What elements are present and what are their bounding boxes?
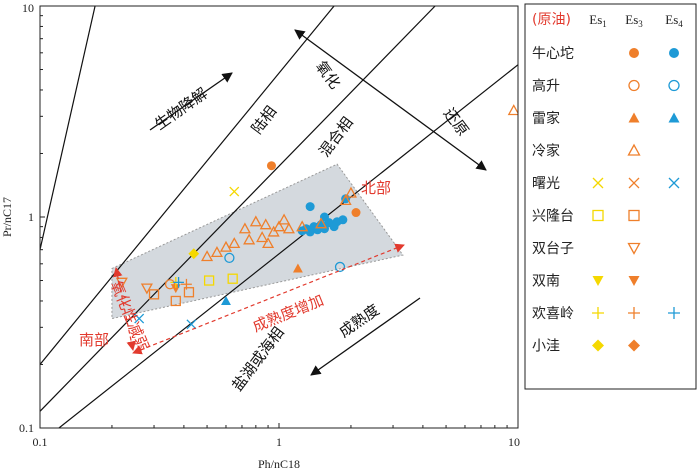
legend-label: 兴隆台 — [532, 209, 574, 225]
data-point — [296, 220, 309, 232]
data-point — [221, 296, 231, 306]
data-point — [319, 212, 329, 222]
x-tick-label-0: 0.1 — [33, 435, 48, 449]
legend-marker — [592, 209, 604, 222]
label-biodegradation: 生物降解 — [151, 84, 210, 133]
y-axis-label: Pr/nC17 — [0, 197, 14, 237]
data-point — [272, 220, 286, 232]
legend-marker — [628, 307, 640, 319]
data-point — [238, 222, 251, 234]
legend-marker — [629, 48, 639, 58]
legend-marker — [592, 339, 604, 352]
label-reduction: 还原 — [440, 105, 472, 140]
data-point — [339, 193, 352, 205]
legend-label: 高升 — [532, 78, 560, 95]
data-point — [186, 319, 197, 330]
legend-marker — [628, 209, 640, 222]
axes — [39, 5, 519, 429]
data-point — [507, 104, 518, 116]
legend-box — [524, 3, 697, 390]
legend-marker — [668, 79, 680, 92]
label-south: 南部 — [79, 331, 109, 349]
legend-marker — [592, 307, 604, 319]
legend-marker — [628, 112, 640, 123]
legend-marker — [592, 177, 604, 189]
data-point — [249, 215, 262, 227]
data-point — [267, 225, 280, 237]
legend-marker — [668, 307, 680, 319]
reference-line-1 — [40, 6, 335, 365]
legend-marker — [627, 143, 641, 156]
x-axis-label: Ph/nC18 — [258, 457, 300, 471]
legend-label: 小洼 — [532, 339, 560, 355]
legend-marker — [628, 177, 640, 189]
data-point — [266, 161, 276, 171]
x-tick-label-1: 1 — [276, 435, 282, 449]
x-tick-label-2: 10 — [508, 435, 520, 449]
legend-label: 双台子 — [532, 241, 574, 257]
label-maturity: 成熟度 — [336, 301, 383, 342]
data-point — [256, 231, 269, 243]
label-maturity-increase: 成熟度增加 — [250, 291, 326, 336]
data-point — [259, 218, 272, 230]
legend-label: 曙光 — [532, 176, 560, 192]
legend-marker — [668, 112, 680, 123]
y-tick-label-2: 10 — [22, 1, 34, 15]
legend-marker — [592, 276, 604, 286]
y-tick-label-0: 0.1 — [19, 421, 34, 435]
legend-marker — [628, 79, 640, 92]
label-mixed: 混合相 — [315, 114, 356, 161]
legend-marker — [628, 339, 640, 352]
oxidation-reduction-arrow — [294, 29, 487, 171]
legend-label: 双南 — [532, 274, 560, 290]
biodegradation-arrow — [149, 72, 233, 131]
data-point — [344, 186, 357, 198]
data-point — [351, 208, 361, 218]
data-point — [229, 186, 240, 197]
legend-marker — [627, 242, 641, 255]
legend-title: (原油) — [532, 12, 571, 28]
legend-marker — [668, 177, 680, 189]
data-point — [282, 222, 295, 234]
plot-area — [40, 6, 518, 428]
reference-line-2 — [40, 6, 436, 412]
legend-label: 牛心坨 — [532, 45, 574, 62]
reference-line-0 — [40, 6, 96, 250]
legend-marker — [628, 276, 640, 286]
label-north: 北部 — [361, 179, 391, 197]
y-tick-label-1: 1 — [28, 210, 34, 224]
data-point — [338, 215, 348, 225]
data-point — [278, 213, 291, 225]
data-point — [305, 202, 315, 212]
label-continental: 陆相 — [248, 103, 280, 138]
legend-marker — [669, 48, 679, 58]
legend-label: 雷家 — [532, 110, 560, 127]
legend-label: 欢喜岭 — [532, 306, 574, 322]
legend-label: 冷家 — [532, 143, 560, 160]
data-point — [315, 217, 328, 229]
